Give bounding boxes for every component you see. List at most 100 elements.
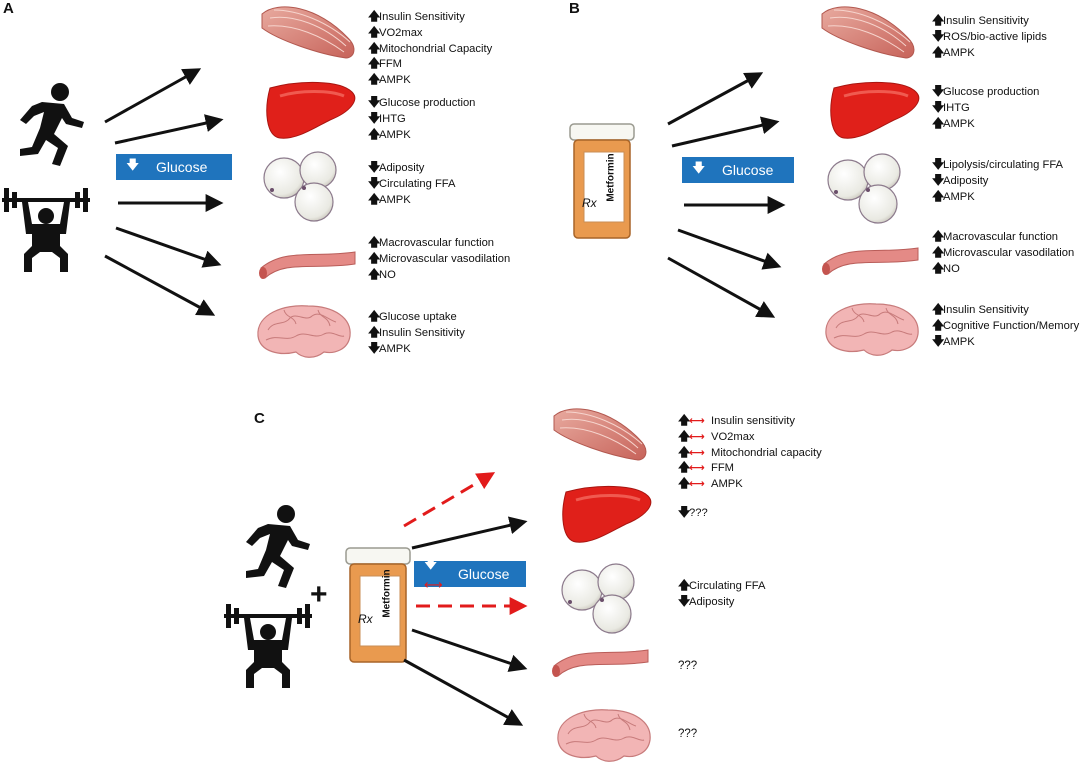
bottle-metformin-label: Metformin	[605, 153, 617, 202]
arrow-up-icon: 🡅	[678, 413, 691, 427]
weightlifter-icon	[2, 188, 90, 272]
arrow-to-liver	[411, 516, 528, 550]
plus-sign: +	[310, 578, 328, 611]
arrow-down-icon: 🡇	[932, 157, 945, 171]
double-headed-red-arrow-icon: ⟷	[689, 430, 705, 443]
arrow-down-icon: 🡇	[368, 110, 381, 125]
arrow-up-icon: 🡅	[678, 578, 691, 592]
muscle-icon	[261, 6, 355, 59]
arrow-up-icon: 🡅	[932, 302, 945, 316]
arrow-to-vessel	[411, 628, 528, 672]
arrow-up-icon: 🡅	[678, 476, 691, 491]
glucose-label: Glucose	[156, 159, 208, 175]
blood-vessel-icon	[821, 247, 919, 276]
adipose-effects: 🡇Adiposity 🡇Circulating FFA 🡅AMPK	[368, 160, 456, 206]
brain-unknown: ???	[678, 728, 698, 740]
arrow-down-icon: 🡇	[368, 160, 381, 174]
arrow-up-icon: 🡅	[368, 235, 381, 249]
arrow-up-icon: 🡅	[368, 191, 381, 206]
glucose-box: 🡇 ⟷ Glucose	[414, 556, 526, 592]
arrow-down-icon: 🡇	[692, 160, 706, 175]
arrow-down-icon: 🡇	[368, 175, 381, 190]
brain-effects: 🡅Insulin Sensitivity 🡅Cognitive Function…	[932, 302, 1080, 348]
arrow-down-icon: 🡇	[126, 157, 140, 172]
arrow-up-icon: 🡅	[368, 72, 381, 87]
blood-vessel-icon	[258, 251, 356, 280]
vessel-effects: 🡅Macrovascular function 🡅Microvascular v…	[932, 229, 1075, 275]
glucose-label: Glucose	[722, 162, 774, 178]
panel-label-c: C	[254, 410, 265, 427]
metformin-bottle-icon	[569, 123, 635, 239]
arrow-up-icon: 🡅	[932, 188, 945, 203]
liver-effects: 🡇???	[678, 505, 708, 519]
arrow-to-vessel	[115, 226, 222, 268]
arrow-up-icon: 🡅	[368, 266, 381, 281]
runner-icon	[246, 505, 310, 588]
blood-vessel-icon	[551, 649, 649, 678]
glucose-box: 🡇 Glucose	[682, 157, 794, 183]
arrow-down-icon: 🡇	[932, 333, 945, 348]
arrow-up-icon: 🡅	[678, 460, 691, 475]
adipose-icon	[827, 153, 901, 224]
arrow-up-icon: 🡅	[368, 309, 381, 323]
arrow-down-both-icon: 🡇 ⟷	[424, 556, 443, 592]
brain-icon	[825, 303, 919, 356]
arrow-up-icon: 🡅	[932, 260, 945, 275]
double-headed-red-arrow-icon: ⟷	[689, 415, 705, 427]
liver-effects: 🡇Glucose production 🡇IHTG 🡅AMPK	[368, 95, 476, 141]
arrow-to-brain	[104, 254, 216, 316]
adipose-icon	[263, 151, 337, 222]
glucose-label: Glucose	[458, 566, 510, 582]
arrow-to-brain	[403, 658, 524, 726]
panel-label-b: B	[569, 0, 580, 17]
arrow-up-icon: 🡅	[368, 40, 381, 55]
vessel-effects: 🡅Macrovascular function 🡅Microvascular v…	[368, 235, 511, 281]
panel-c	[224, 408, 653, 762]
runner-icon	[20, 83, 84, 166]
glucose-box: 🡇 Glucose	[116, 154, 232, 180]
bottle-rx-label: Rx	[358, 612, 373, 626]
panel-label-a: A	[3, 0, 14, 17]
muscle-icon	[553, 408, 647, 461]
adipose-effects: 🡅Circulating FFA 🡇Adiposity	[678, 578, 766, 608]
liver-icon	[265, 80, 357, 140]
brain-icon	[557, 709, 651, 762]
liver-icon	[829, 80, 921, 140]
adipose-effects: 🡇Lipolysis/circulating FFA 🡇Adiposity 🡅A…	[932, 157, 1063, 203]
arrow-down-icon: 🡇	[932, 84, 945, 98]
arrow-to-muscle	[667, 72, 764, 126]
arrow-down-icon: 🡇	[932, 99, 945, 114]
arrow-up-icon: 🡅	[932, 244, 945, 259]
arrow-up-icon: 🡅	[368, 250, 381, 265]
arrow-up-icon: 🡅	[678, 444, 691, 459]
arrow-down-icon: 🡇	[678, 593, 691, 608]
muscle-effects: 🡅Insulin Sensitivity 🡅VO2max 🡅Mitochondr…	[368, 9, 493, 87]
arrow-up-icon: 🡅	[932, 317, 945, 332]
arrow-up-icon: 🡅	[368, 9, 381, 23]
arrow-down-icon: 🡇	[932, 172, 945, 187]
arrow-to-liver	[114, 114, 224, 145]
arrow-to-muscle	[104, 68, 202, 124]
muscle-effects: 🡅Insulin Sensitivity 🡇ROS/bio-active lip…	[932, 13, 1047, 59]
arrow-down-icon: 🡇	[368, 95, 381, 109]
brain-effects: 🡅Glucose uptake 🡅Insulin Sensitivity 🡇AM…	[368, 309, 465, 355]
vessel-unknown: ???	[678, 660, 698, 672]
arrow-to-vessel	[677, 228, 782, 270]
double-headed-red-arrow-icon: ⟷	[689, 462, 705, 475]
arrow-up-icon: 🡅	[932, 13, 945, 27]
arrow-up-icon: 🡅	[932, 44, 945, 59]
arrow-down-icon: 🡇	[932, 28, 945, 43]
arrow-down-icon: 🡇	[368, 340, 381, 355]
liver-icon	[561, 484, 653, 544]
arrow-up-icon: 🡅	[932, 115, 945, 130]
muscle-effects: 🡅⟷Insulin sensitivity 🡅⟷VO2max 🡅⟷Mitocho…	[678, 413, 822, 491]
arrow-to-brain	[667, 256, 776, 318]
double-headed-red-arrow-icon: ⟷	[689, 478, 705, 491]
weightlifter-icon	[224, 604, 312, 688]
arrow-up-icon: 🡅	[368, 24, 381, 39]
arrow-to-liver	[671, 116, 780, 148]
dashed-red-arrow-to-muscle	[403, 472, 496, 528]
muscle-icon	[821, 6, 915, 59]
adipose-icon	[561, 563, 635, 634]
